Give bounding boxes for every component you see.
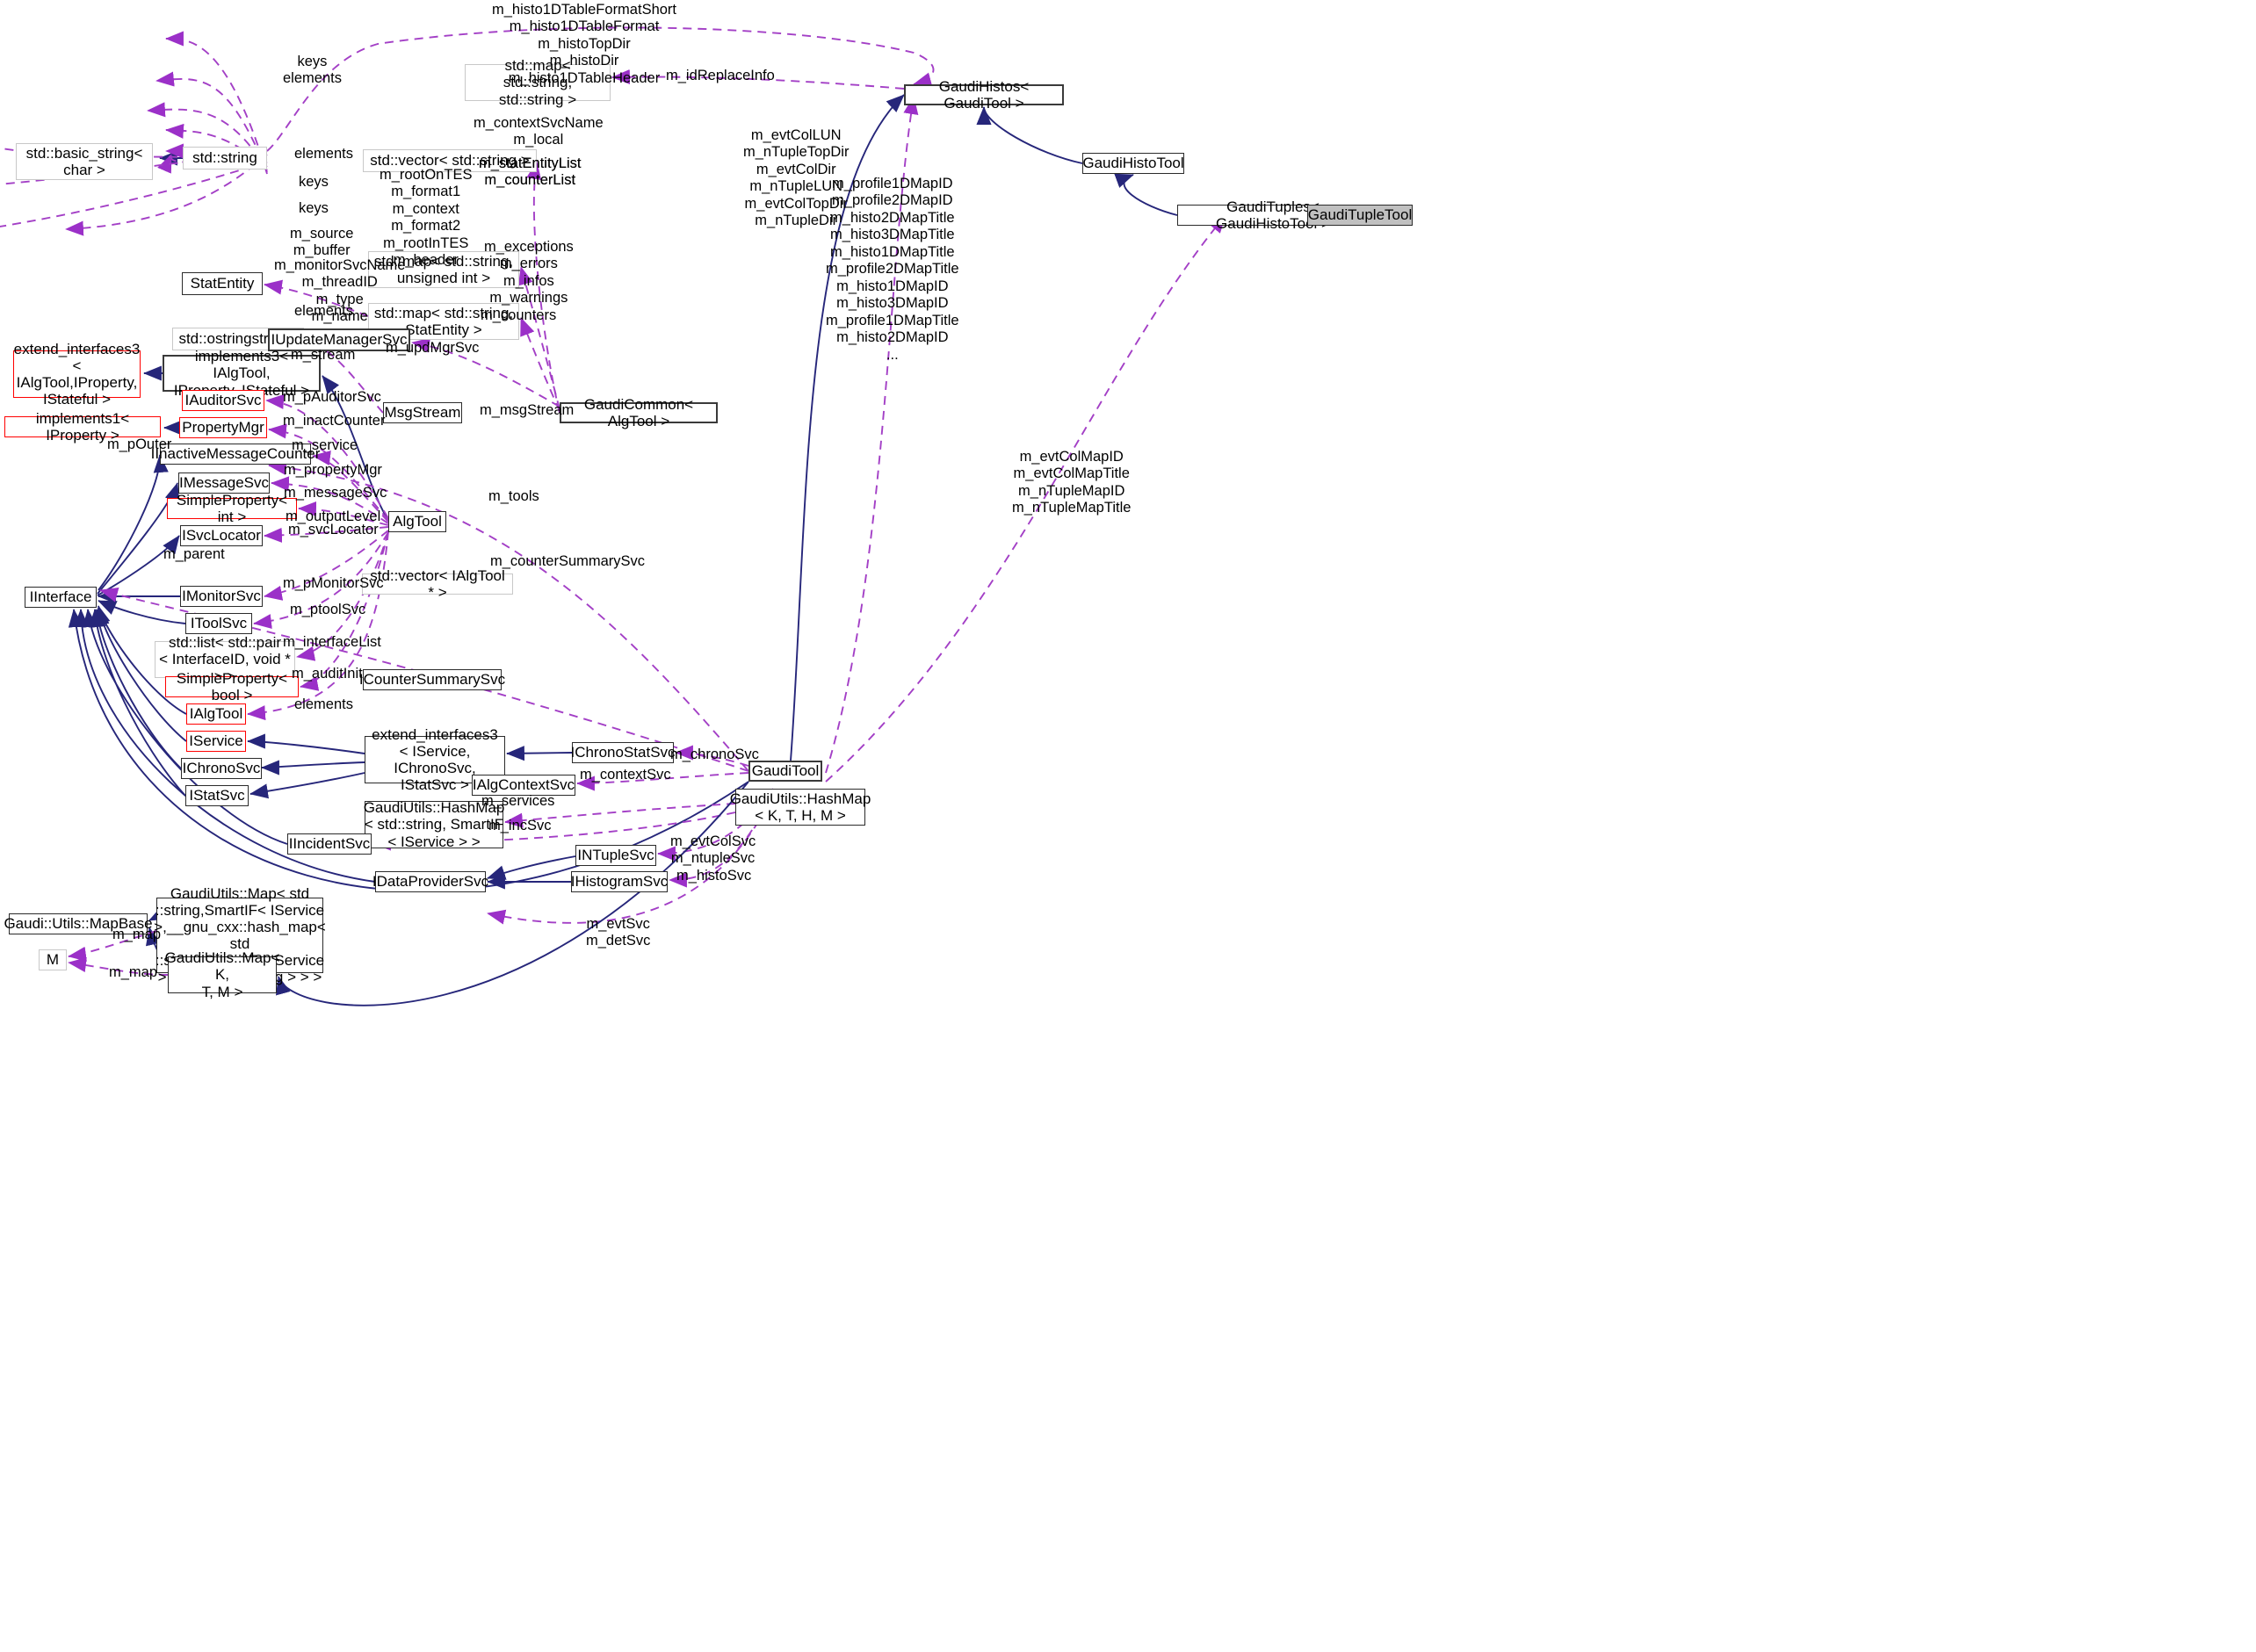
edge-label-l-tools: m_tools (488, 488, 539, 504)
class-node-isvclocator[interactable]: ISvcLocator (180, 525, 263, 546)
edge-label-l-statentitylist2: m_statEntityList m_counterList (479, 155, 582, 189)
edge-label-l-updmgrsvc: m_updMgrSvc (386, 340, 480, 356)
edge-label-l-evtcolmapid: m_evtColMapID m_evtColMapTitle m_nTupleM… (1012, 449, 1132, 516)
edge-label-l-chronosvc: m_chronoSvc (670, 747, 759, 762)
class-node-propertymgr[interactable]: PropertyMgr (179, 417, 267, 438)
edge-label-l-keys-3: keys (299, 200, 329, 216)
class-node-iinactivemsg[interactable]: IInactiveMessageCounter (151, 444, 320, 465)
edge-label-l-elements-2: elements (294, 303, 353, 319)
class-node-mapbase[interactable]: Gaudi::Utils::MapBase (4, 913, 153, 934)
edge-label-l-histo1d: m_histo1DTableFormatShort m_histo1DTable… (492, 2, 677, 86)
class-node-ialgcontextsvc[interactable]: IAlgContextSvc (472, 775, 575, 796)
edge-label-l-keys-elements-1: keys elements (283, 54, 342, 87)
class-node-gaudihistotool[interactable]: GaudiHistoTool (1082, 153, 1184, 174)
edge-label-l-parent: m_parent (163, 546, 225, 562)
class-node-gaudicommon[interactable]: GaudiCommon< AlgTool > (560, 396, 718, 429)
edge-label-l-msource: m_source m_buffer (290, 226, 354, 259)
class-node-gaudimapktm[interactable]: GaudiUtils::Map< K, T, M > (164, 949, 280, 1000)
edge-label-l-monitorsvcname: m_monitorSvcName m_threadID m_type m_nam… (274, 257, 406, 325)
class-node-hashmapsvc[interactable]: GaudiUtils::HashMap < std::string, Smart… (363, 799, 505, 850)
class-node-idataprovidersvc[interactable]: IDataProviderSvc (372, 871, 488, 892)
edge-label-l-counters: m_counters (481, 307, 557, 323)
class-node-basic_string[interactable]: std::basic_string< char > (16, 143, 153, 180)
class-node-iauditorsvc[interactable]: IAuditorSvc (182, 390, 264, 411)
class-node-gaudigtupletool[interactable]: GaudiTupleTool (1307, 205, 1413, 226)
class-node-imessagesvc[interactable]: IMessageSvc (178, 473, 270, 494)
class-node-iupdatemgr[interactable]: IUpdateManagerSvc (268, 328, 410, 351)
edge-label-l-stream: m_stream (291, 347, 356, 363)
edge-label-l-histosvc: m_histoSvc (676, 868, 752, 884)
edge-label-l-map-1: m_map (112, 927, 162, 942)
class-node-itoolsvc[interactable]: IToolSvc (185, 613, 252, 634)
edge-label-l-profile1dmapid: m_profile1DMapID m_profile2DMapID m_hist… (826, 176, 959, 363)
class-node-ialgtool[interactable]: IAlgTool (186, 703, 246, 725)
class-node-vecialgtool[interactable]: std::vector< IAlgTool * > (362, 567, 513, 601)
edge-label-l-statentitylist: m_statEntityList m_counterList (479, 155, 582, 189)
edge-label-l-rootontes: m_rootOnTES m_format1 m_context m_format… (380, 167, 473, 269)
class-node-std_string[interactable]: std::string (183, 147, 267, 170)
class-node-gauditool[interactable]: GaudiTool (748, 761, 822, 782)
class-node-icountersummary[interactable]: ICounterSummarySvc (359, 669, 505, 690)
class-node-gaudihistos[interactable]: GaudiHistos< GaudiTool > (904, 78, 1064, 112)
edge-label-l-service: m_service (292, 437, 358, 453)
edge-label-l-elements-1: elements (294, 146, 353, 162)
class-node-simpleint[interactable]: SimpleProperty< int > (167, 492, 297, 525)
class-node-vec_s[interactable]: std::vector< std::string > (363, 149, 537, 172)
edge-label-l-contextsvc: m_contextSvc (580, 767, 671, 783)
edge-label-l-evtcollun: m_evtColLUN m_nTupleTopDir m_evtColDir m… (743, 127, 850, 229)
class-node-intuplesvc[interactable]: INTupleSvc (575, 845, 656, 866)
edge-label-l-countersummarysvc: m_counterSummarySvc (490, 553, 646, 569)
edge-label-l-ptoolsvc: m_ptoolSvc (290, 602, 366, 617)
edge-label-l-msgstream: m_msgStream (480, 402, 575, 418)
class-node-istatsvc[interactable]: IStatSvc (185, 785, 249, 806)
edge-label-l-messagesvc: m_messageSvc (284, 485, 387, 501)
edge-label-l-pauditorsvc: m_pAuditorSvc (283, 389, 381, 405)
class-node-hashmapkthm[interactable]: GaudiUtils::HashMap < K, T, H, M > (729, 789, 871, 826)
class-node-iservice[interactable]: IService (186, 731, 246, 752)
edge-label-l-svclocator: m_svcLocator (288, 522, 379, 537)
class-node-ichronostatsvc[interactable]: IChronoStatSvc (570, 742, 676, 763)
class-node-algtool[interactable]: AlgTool (388, 511, 446, 532)
class-node-imonitorsvc[interactable]: IMonitorSvc (180, 586, 263, 607)
class-node-statentity[interactable]: StatEntity (182, 272, 263, 295)
edge-label-l-contextsvcname: m_contextSvcName m_local (474, 115, 604, 148)
class-node-ichronosvc[interactable]: IChronoSvc (181, 758, 262, 779)
edge-label-l-outputlevel: m_outputLevel (286, 509, 381, 524)
edge-label-l-idreplaceinfo: m_idReplaceInfo (666, 68, 775, 83)
class-node-ihistogramsvc[interactable]: IHistogramSvc (571, 871, 668, 892)
edge-label-l-elements-3: elements (294, 696, 353, 712)
class-node-impl1[interactable]: implements1< IProperty > (4, 410, 161, 444)
edge-label-l-interfacelist: m_interfaceList (283, 634, 381, 650)
edge-label-l-incsvc: m_incSvc (488, 818, 552, 833)
class-node-iincidentsvc[interactable]: IIncidentSvc (287, 833, 372, 855)
class-node-mnode[interactable]: M (39, 949, 67, 970)
class-node-iinterface[interactable]: IInterface (25, 587, 97, 608)
edge-label-l-auditinit: m_auditInit (292, 666, 363, 682)
edge-label-l-inactcounter: m_inactCounter (283, 413, 386, 429)
edge-label-l-evtcolsvc: m_evtColSvc m_ntupleSvc (670, 833, 756, 867)
edge-label-l-evtsvc: m_evtSvc m_detSvc (586, 916, 651, 949)
class-node-msgstream[interactable]: MsgStream (383, 402, 462, 423)
class-node-simplebool[interactable]: SimpleProperty< bool > (165, 670, 299, 703)
edge-label-l-exceptions: m_exceptions m_errors m_infos m_warnings (484, 239, 574, 307)
edge-label-l-propertymgr: m_propertyMgr (284, 462, 382, 478)
class-node-extif3[interactable]: extend_interfaces3 < IAlgTool,IProperty,… (13, 340, 141, 408)
edge-label-l-pouter: m_pOuter (107, 436, 172, 452)
edge-label-l-pmonitorsvc: m_pMonitorSvc (283, 575, 384, 591)
edge-label-l-services: m_services (481, 793, 555, 809)
edge-label-l-keys-2: keys (299, 174, 329, 190)
class-node-map_su[interactable]: std::map< std::string, unsigned int > (368, 251, 519, 288)
class-node-stdlistpair[interactable]: std::list< std::pair < InterfaceID, void… (155, 634, 295, 685)
edge-label-l-map-2: m_map (109, 964, 158, 980)
